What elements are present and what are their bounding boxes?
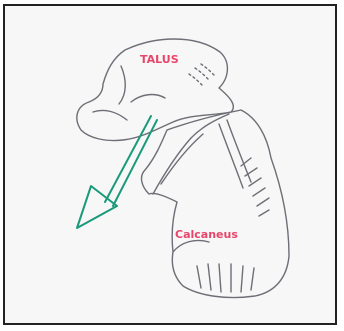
calcaneus-hatching-lower [197,264,254,292]
talus-hatching [189,64,215,86]
ankle-bone-sketch: TALUS Calcaneus [5,6,337,325]
talus-head-line [93,110,127,120]
talus-neck-line [119,66,125,104]
diagram-frame: TALUS Calcaneus [3,4,337,325]
arrow-shaft-1 [105,116,151,202]
calcaneus-label: Calcaneus [175,228,238,241]
calcaneus-groove-lines [219,120,251,188]
force-arrow [77,116,157,228]
calcaneus-outline [142,110,289,298]
calcaneus-bone [142,110,289,298]
talus-label: TALUS [140,53,179,66]
talus-facet-line [131,95,165,102]
calcaneus-tuber-line [173,240,209,252]
calcaneus-inner-line [161,134,203,184]
